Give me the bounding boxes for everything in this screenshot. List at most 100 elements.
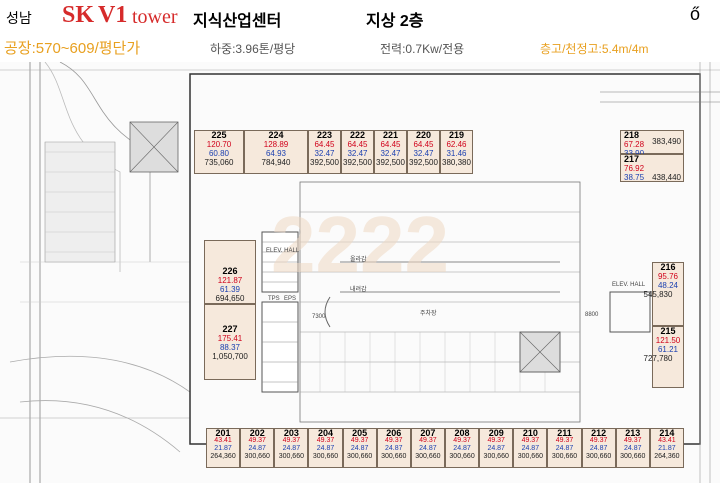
unit-price: 784,940 bbox=[261, 158, 291, 167]
unit-exclusive-area: 24.87 bbox=[589, 445, 608, 452]
unit-supply-area: 62.46 bbox=[446, 140, 467, 149]
header-bar: 성남 SK V1 tower 지식산업센터 지상 2층 ő 공장:570~609… bbox=[0, 0, 720, 62]
unit-216[interactable]: 216 95.76 48.24 545,830 bbox=[644, 262, 684, 326]
unit-218[interactable]: 218 383,490 67.28 33.90 bbox=[620, 130, 684, 158]
unit-price: 300,660 bbox=[415, 453, 441, 460]
unit-price: 300,660 bbox=[483, 453, 509, 460]
unit-price: 300,660 bbox=[585, 453, 612, 460]
unit-225[interactable]: 225 120.70 60.80 735,060 bbox=[194, 130, 244, 174]
unit-exclusive-area: 24.87 bbox=[521, 445, 540, 452]
unit-supply-area: 49.37 bbox=[316, 437, 335, 444]
unit-price: 300,660 bbox=[312, 453, 339, 460]
unit-supply-area: 64.45 bbox=[314, 140, 335, 149]
brand-sk: SK bbox=[62, 2, 95, 28]
unit-price: 392,500 bbox=[310, 158, 339, 167]
unit-number: 213 bbox=[625, 428, 641, 438]
unit-number: 212 bbox=[591, 428, 607, 438]
unit-number: 222 bbox=[349, 130, 366, 140]
unit-exclusive-area: 60.80 bbox=[208, 149, 230, 158]
unit-exclusive-area: 88.37 bbox=[219, 343, 241, 352]
unit-number: 202 bbox=[249, 428, 265, 438]
logo-icon: ő bbox=[690, 4, 701, 24]
unit-number: 225 bbox=[211, 130, 227, 140]
ramp-down-label: 내려감 bbox=[350, 287, 367, 293]
unit-supply-area: 49.37 bbox=[589, 437, 608, 444]
unit-217[interactable]: 217 76.92 38.75 438,440 bbox=[620, 154, 684, 182]
unit-exclusive-area: 24.87 bbox=[282, 445, 301, 452]
svg-text:2222: 2222 bbox=[271, 200, 449, 289]
unit-number: 224 bbox=[268, 130, 284, 140]
unit-supply-area: 121.50 bbox=[655, 336, 681, 345]
unit-number: 219 bbox=[448, 130, 465, 140]
unit-exclusive-area: 24.87 bbox=[248, 445, 266, 452]
unit-226[interactable]: 226 121.87 61.39 694,650 bbox=[204, 240, 256, 304]
unit-price: 392,500 bbox=[343, 158, 372, 167]
unit-224[interactable]: 224 128.89 64.93 784,940 bbox=[244, 130, 308, 174]
unit-supply-area: 64.45 bbox=[347, 140, 368, 149]
floor-label: 지상 2층 bbox=[366, 13, 424, 30]
unit-number: 221 bbox=[382, 130, 399, 140]
load-label: 하중:3.96톤/평당 bbox=[210, 42, 296, 56]
unit-exclusive-area: 24.87 bbox=[350, 445, 369, 452]
unit-number: 208 bbox=[454, 428, 470, 438]
unit-price: 1,050,700 bbox=[212, 352, 248, 361]
unit-exclusive-area: 32.47 bbox=[413, 149, 434, 158]
unit-220[interactable]: 220 64.45 32.47 392,500 bbox=[407, 130, 440, 174]
unit-number: 223 bbox=[316, 130, 333, 140]
unit-number: 201 bbox=[215, 428, 231, 438]
city-label: 성남 bbox=[6, 10, 32, 26]
unit-number: 214 bbox=[659, 428, 675, 438]
unit-number: 207 bbox=[420, 428, 436, 438]
unit-221[interactable]: 221 64.45 32.47 392,500 bbox=[374, 130, 407, 174]
unit-number: 215 bbox=[660, 326, 676, 336]
unit-number: 205 bbox=[352, 428, 368, 438]
unit-223[interactable]: 223 64.45 32.47 392,500 bbox=[308, 130, 341, 174]
unit-number: 211 bbox=[557, 428, 572, 438]
unit-exclusive-area: 31.46 bbox=[446, 149, 467, 158]
unit-222[interactable]: 222 64.45 32.47 392,500 bbox=[341, 130, 374, 174]
unit-supply-area: 49.37 bbox=[282, 437, 301, 444]
unit-supply-area: 95.76 bbox=[657, 272, 679, 281]
unit-price: 300,660 bbox=[346, 453, 373, 460]
unit-exclusive-area: 32.47 bbox=[380, 149, 401, 158]
unit-price: 300,660 bbox=[278, 453, 304, 460]
unit-number: 227 bbox=[222, 324, 238, 334]
unit-exclusive-area: 38.75 bbox=[624, 173, 645, 182]
unit-number: 203 bbox=[283, 428, 299, 438]
floor-plan: 2222 ELEV. HALL ELEV. HALL TPS EPS 7300 … bbox=[0, 62, 720, 483]
unit-215[interactable]: 215 121.50 61.21 727,780 bbox=[644, 326, 684, 388]
unit-exclusive-area: 24.87 bbox=[555, 445, 574, 452]
unit-supply-area: 128.89 bbox=[263, 140, 289, 149]
unit-supply-area: 49.37 bbox=[521, 437, 540, 444]
unit-price: 545,830 bbox=[643, 290, 673, 299]
ramp-up-label: 올라감 bbox=[350, 257, 367, 263]
unit-227[interactable]: 227 175.41 88.37 1,050,700 bbox=[204, 304, 256, 380]
unit-exclusive-area: 21.87 bbox=[214, 445, 232, 452]
unit-exclusive-area: 24.87 bbox=[316, 445, 335, 452]
unit-exclusive-area: 24.87 bbox=[624, 445, 642, 452]
unit-219[interactable]: 219 62.46 31.46 380,380 bbox=[440, 130, 473, 174]
unit-number: 216 bbox=[660, 262, 676, 272]
unit-price: 300,660 bbox=[620, 453, 646, 460]
unit-supply-area: 64.45 bbox=[413, 140, 434, 149]
unit-supply-area: 49.37 bbox=[453, 437, 471, 444]
brand-v1: V1 bbox=[98, 2, 128, 28]
unit-supply-area: 49.37 bbox=[487, 437, 505, 444]
unit-supply-area: 67.28 bbox=[624, 140, 645, 149]
unit-exclusive-area: 64.93 bbox=[265, 149, 287, 158]
